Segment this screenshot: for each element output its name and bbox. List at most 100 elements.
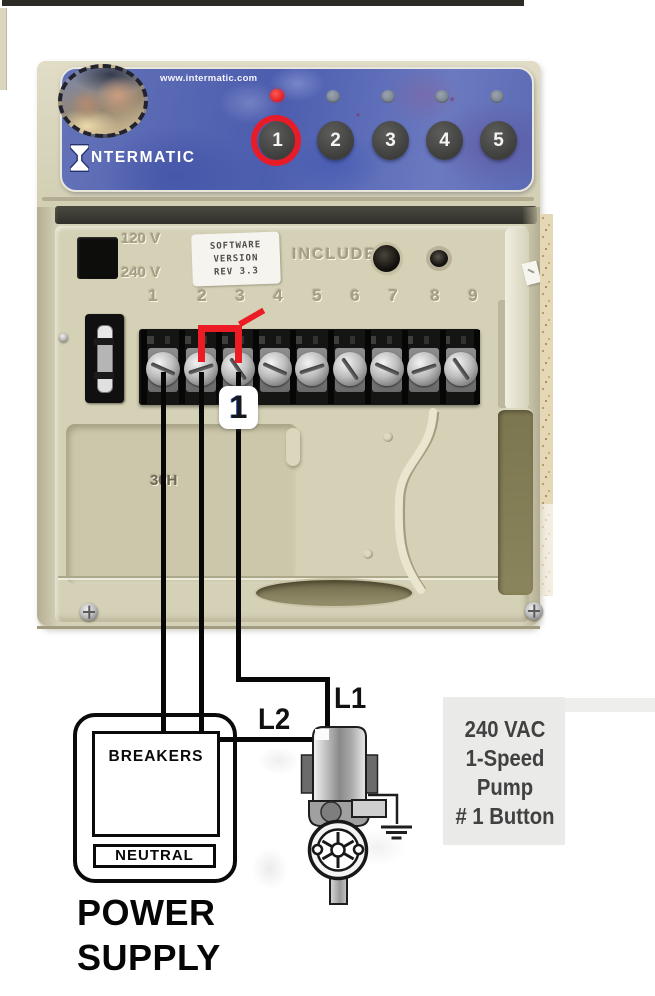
volute-bolt-left [311, 843, 324, 856]
voltage-240-label: 240 V [121, 264, 161, 281]
terminal-divider [253, 330, 259, 404]
motor-highlight [315, 729, 329, 740]
terminal-number-3: 3 [235, 286, 245, 305]
terminal-screw-6[interactable] [333, 352, 367, 386]
case-screw-icon [80, 603, 98, 621]
screw-boss [383, 432, 393, 442]
terminal-divider [216, 330, 222, 404]
fuse-clip-bottom [94, 372, 114, 379]
side-pillar [505, 228, 529, 410]
pump-caption-line4: # 1 Button [455, 803, 555, 829]
mount-bracket [351, 799, 387, 818]
red-jumper-right [234, 325, 242, 363]
power-supply-outline [73, 713, 237, 883]
mounting-hole-small [430, 250, 448, 267]
ground-symbol-icon [381, 825, 412, 840]
housing-recess [66, 424, 298, 584]
keypad-button-5[interactable]: 5 [480, 121, 517, 160]
intermatic-url: www.intermatic.com [160, 73, 258, 84]
terminal-number-1: 1 [148, 286, 158, 305]
terminal-screw-8[interactable] [407, 352, 441, 386]
terminal-number-5: 5 [312, 286, 322, 305]
terminal-divider [290, 330, 296, 404]
red-jumper-top [197, 325, 242, 332]
scan-streak [560, 698, 655, 712]
terminal-screw-4[interactable] [258, 352, 292, 386]
wire-l2-horizontal [218, 737, 314, 742]
terminal-number-9: 9 [468, 286, 478, 305]
led-indicator-2 [326, 90, 340, 103]
neutral-box [93, 844, 216, 868]
terminal-divider [179, 330, 185, 404]
led-indicator-3 [381, 90, 395, 103]
volute-bolt-right [352, 843, 365, 856]
l2-label: L2 [258, 703, 291, 736]
wire-l1-horizontal [235, 677, 330, 682]
device-bottom-shadow [37, 626, 540, 629]
terminal-divider [440, 330, 446, 404]
power-supply-line2: SUPPLY [77, 937, 221, 978]
led-indicator-1 [270, 89, 284, 102]
wire-terminal3-vertical [235, 372, 241, 682]
l1-label: L1 [334, 682, 367, 715]
terminal-divider [141, 330, 147, 404]
motor-tab-right [365, 754, 379, 794]
pump-illustration [300, 726, 412, 905]
mounting-hole-large [373, 245, 400, 272]
fuse-clip-top [94, 338, 114, 345]
keypad-button-3[interactable]: 3 [372, 121, 409, 160]
terminal-number-8: 8 [430, 286, 440, 305]
breakers-label: BREAKERS [108, 748, 204, 765]
conduit-opening [254, 578, 414, 608]
software-version-label: SOFTWARE VERSION REV 3.3 [191, 231, 281, 287]
side-compartment [498, 408, 533, 595]
led-indicator-4 [435, 90, 449, 103]
housing-left-wall [37, 207, 58, 626]
led-indicator-5 [490, 90, 504, 103]
housing-crease [58, 576, 502, 578]
wire-terminal2-to-breakers [198, 372, 204, 731]
terminal-number-7: 7 [388, 286, 398, 305]
brand-text: NTERMATIC [91, 149, 196, 166]
scan-patch-caption [443, 697, 565, 845]
pump-caption: 240 VAC 1-Speed Pump # 1 Button [452, 715, 558, 831]
terminal-3-tag: 1 [219, 386, 258, 429]
neutral-label: NEUTRAL [115, 847, 194, 864]
photo-top-edge [2, 0, 524, 6]
terminal-number-4: 4 [273, 286, 283, 305]
molded-ridge [394, 408, 440, 594]
button-1-highlight-ring [251, 115, 301, 166]
terminal-divider [402, 330, 408, 404]
terminal-divider [328, 330, 334, 404]
impeller-icon [321, 832, 355, 868]
terminal-print-marks [146, 336, 474, 344]
breakers-box [92, 731, 220, 837]
voltage-selector-switch[interactable] [77, 237, 118, 279]
power-supply-caption: POWER SUPPLY [77, 890, 221, 980]
keypad-button-2[interactable]: 2 [317, 121, 354, 160]
background-texture [540, 504, 553, 596]
terminal-screw-5[interactable] [295, 352, 329, 386]
wire-terminal1-to-breakers [160, 372, 166, 731]
spa-photo-circle [58, 64, 148, 138]
screw-boss [363, 549, 373, 559]
terminal-screw-7[interactable] [370, 352, 404, 386]
terminal-number-2: 2 [197, 286, 207, 305]
intermatic-logo: NTERMATIC [70, 143, 196, 173]
fuse-icon [97, 325, 113, 393]
ground-wire [368, 793, 399, 824]
voltage-120-label: 120 V [121, 230, 161, 247]
terminal-number-6: 6 [350, 286, 360, 305]
pump-caption-line1: 240 VAC [464, 716, 546, 742]
terminal-screw-9[interactable] [444, 352, 478, 386]
motor-tab-left [300, 754, 314, 794]
keypad-button-4[interactable]: 4 [426, 121, 463, 160]
housing-seam [42, 197, 534, 201]
hourglass-logo-icon [70, 144, 89, 172]
power-supply-line1: POWER [77, 892, 216, 933]
include-label: INCLUDE [292, 246, 378, 263]
pump-motor-body [312, 726, 367, 802]
software-label-line3: REV 3.3 [213, 265, 260, 278]
pump-caption-line2: 1-Speed [465, 745, 545, 771]
